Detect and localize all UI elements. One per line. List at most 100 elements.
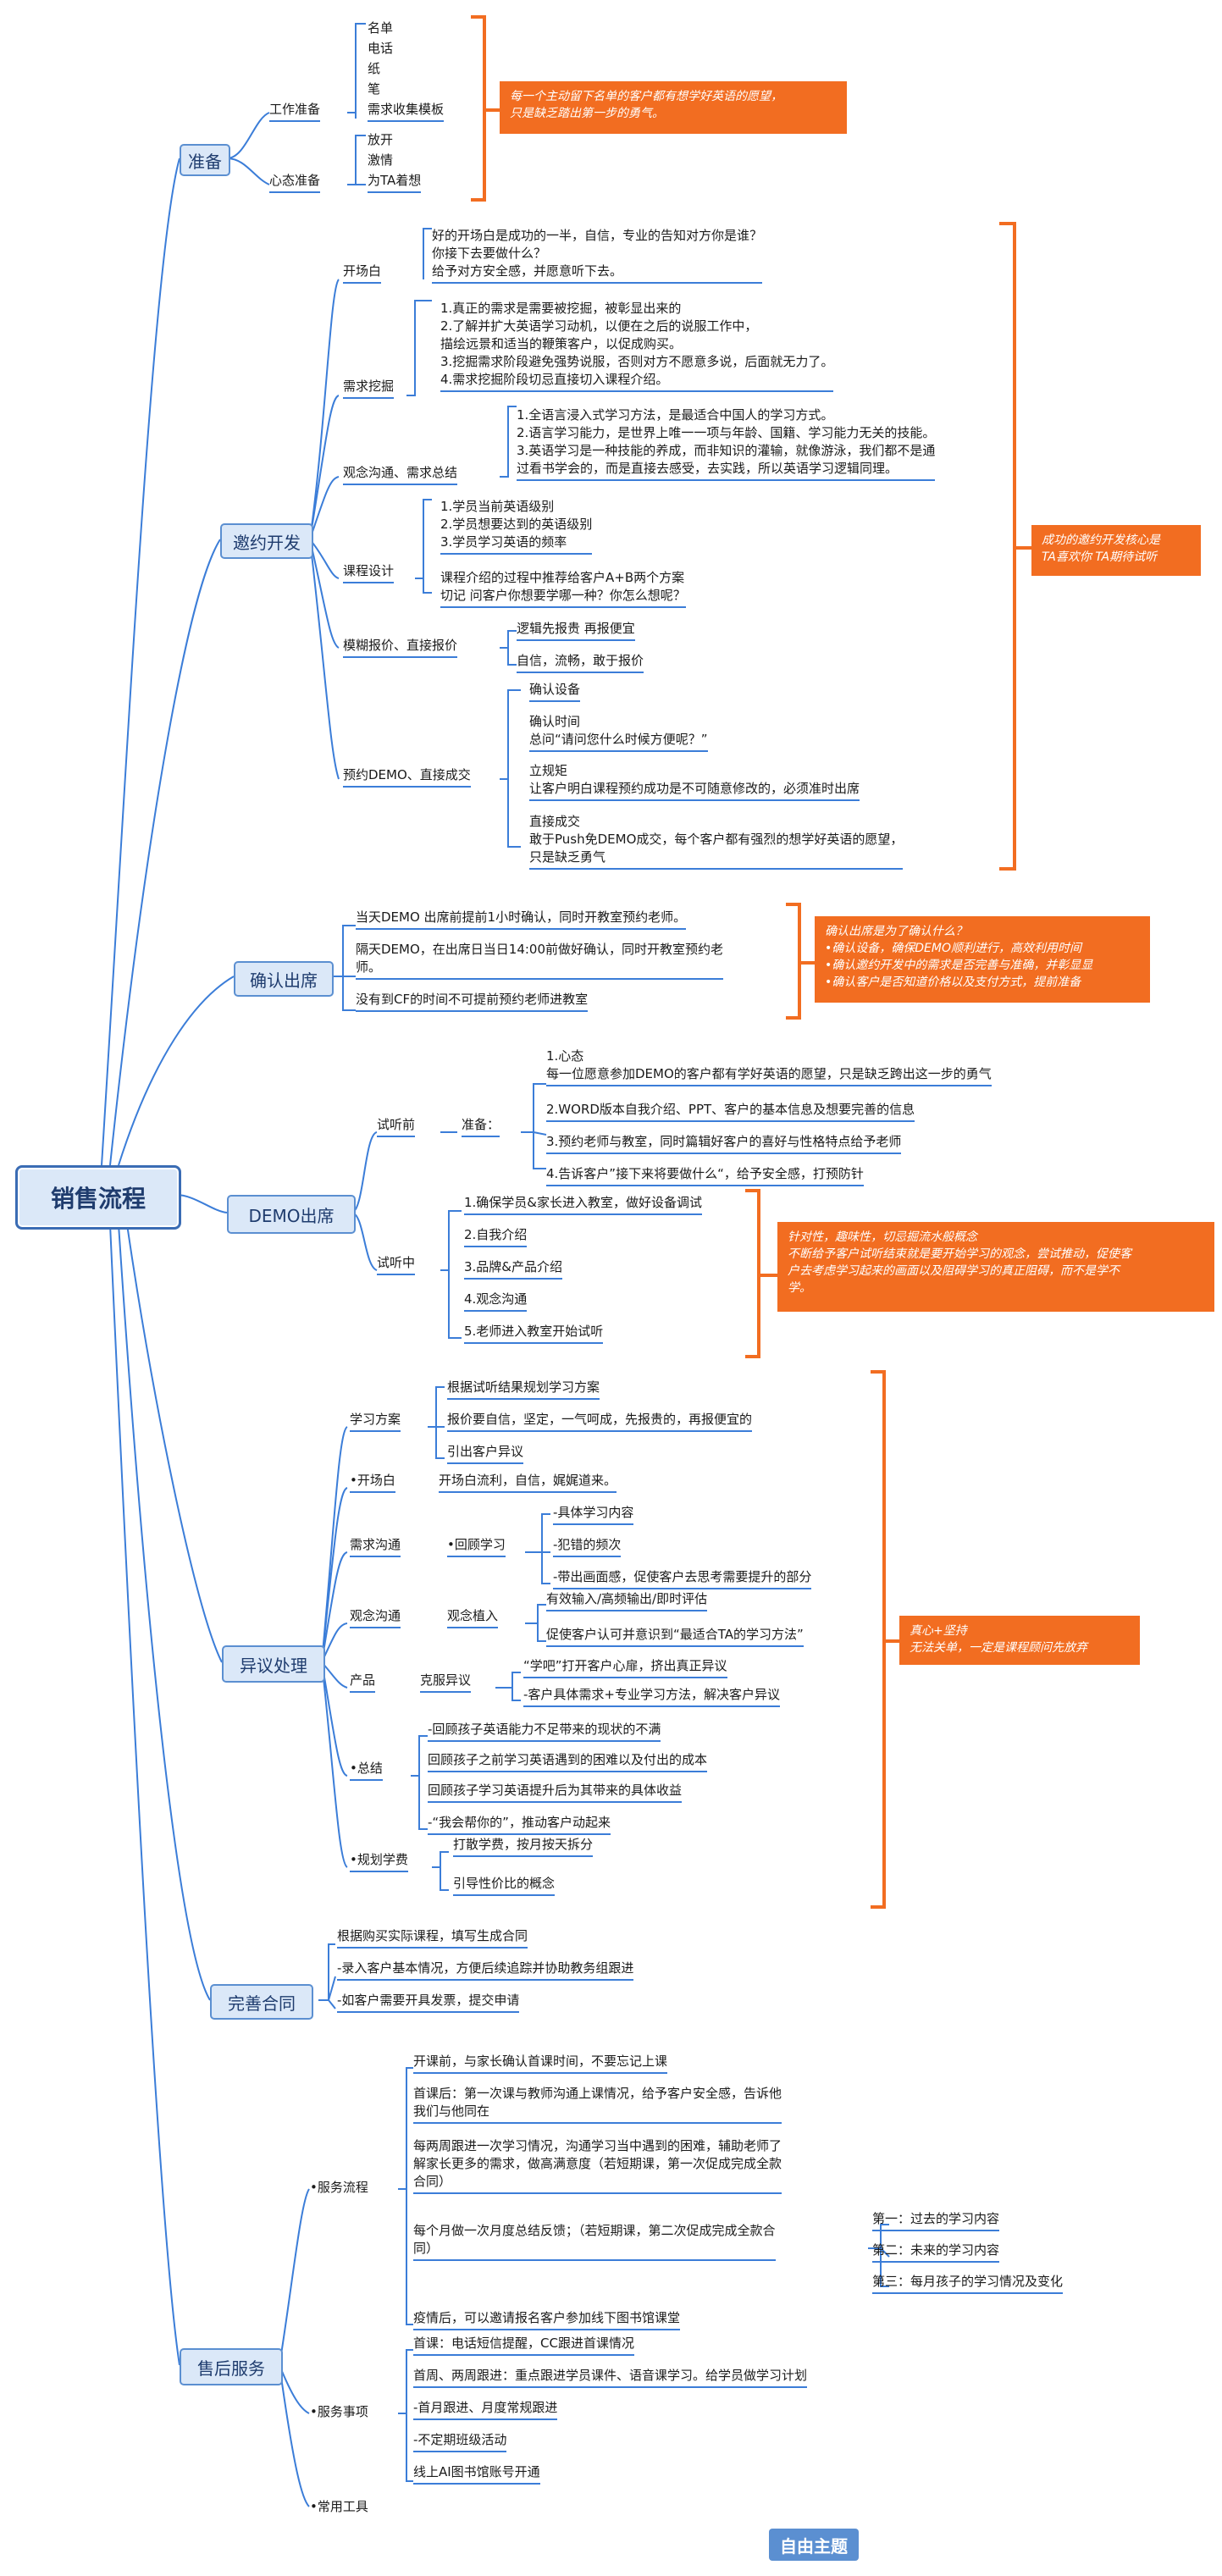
contract-item-2: -录入客户基本情况，方便后续追踪并协助教务组跟进	[337, 1960, 634, 1981]
obj-plan-label[interactable]: 学习方案	[350, 1411, 401, 1432]
obj-fee-item-1: 打散学费，按月按天拆分	[453, 1836, 594, 1857]
after-monthly-item-2: 第二：未来的学习内容	[872, 2242, 1000, 2263]
demo-before-mindset: 1.心态 每一位愿意参加DEMO的客户都有学好英语的愿望，只是缺乏跨出这一步的勇…	[546, 1048, 992, 1086]
demo-note[interactable]: 针对性，趣味性，切忌掘流水般概念 不断给予客户试听结束就是要开始学习的观念，尝试…	[777, 1222, 1214, 1312]
branch-objection-label: 异议处理	[240, 1655, 307, 1676]
obj-product-item-2: -客户具体需求+专业学习方法，解决客户异议	[523, 1686, 780, 1707]
confirm-item-cf: 没有到CF的时间不可提前预约老师进教室	[356, 991, 589, 1012]
after-matters-item-2: 首周、两周跟进：重点跟进学员课件、语音课学习。给学员做学习计划	[413, 2367, 808, 2388]
after-matters-item-1: 首课：电话短信提醒，CC跟进首课情况	[413, 2335, 634, 2356]
after-flow-label[interactable]: •服务流程	[310, 2180, 368, 2195]
demo-during-item-4: 4.观念沟通	[464, 1291, 528, 1312]
invite-course-levels: 1.学员当前英语级别 2.学员想要达到的英语级别 3.学员学习英语的频率	[440, 498, 593, 555]
prep-work-label[interactable]: 工作准备	[269, 101, 321, 122]
branch-confirm[interactable]: 确认出席	[234, 961, 334, 997]
after-tools-label[interactable]: •常用工具	[310, 2499, 368, 2514]
contract-item-1: 根据购买实际课程，填写生成合同	[337, 1927, 528, 1949]
invite-price-logic: 逻辑先报贵 再报便宜	[517, 620, 635, 641]
invite-price-confidence: 自信，流畅，敢于报价	[517, 652, 644, 673]
confirm-note[interactable]: 确认出席是为了确认什么？ •确认设备，确保DEMO顺利进行，高效利用时间 •确认…	[815, 916, 1150, 1003]
obj-needs-review[interactable]: •回顾学习	[447, 1536, 506, 1557]
prep-mind-item-passion: 激情	[368, 152, 394, 168]
obj-opening-label[interactable]: •开场白	[350, 1472, 395, 1493]
obj-fee-item-2: 引导性价比的概念	[453, 1875, 556, 1896]
demo-before-prep[interactable]: 准备：	[462, 1116, 500, 1137]
prep-work-item-template: 需求收集模板	[368, 101, 445, 122]
obj-needs-item-1: -具体学习内容	[553, 1504, 634, 1525]
obj-plan-item-3: 引出客户异议	[447, 1443, 524, 1464]
confirm-item-next-day: 隔天DEMO，在出席日当日14:00前做好确认，同时开教室预约老 师。	[356, 941, 724, 980]
obj-product-label[interactable]: 产品	[350, 1672, 376, 1693]
branch-objection[interactable]: 异议处理	[222, 1645, 325, 1683]
branch-confirm-label: 确认出席	[250, 970, 318, 991]
after-matters-item-5: 线上AI图书馆账号开通	[413, 2463, 540, 2485]
invite-concept-label[interactable]: 观念沟通、需求总结	[343, 464, 458, 485]
invite-demo-label[interactable]: 预约DEMO、直接成交	[343, 766, 471, 788]
branch-prep[interactable]: 准备	[180, 144, 230, 176]
obj-needs-label[interactable]: 需求沟通	[350, 1536, 401, 1557]
demo-before-teacher: 3.预约老师与教室，同时篇辑好客户的喜好与性格特点给予老师	[546, 1133, 902, 1154]
demo-before-label[interactable]: 试听前	[377, 1116, 416, 1137]
after-flow-item-5: 疫情后，可以邀请报名客户参加线下图书馆课堂	[413, 2309, 681, 2330]
invite-needs-label[interactable]: 需求挖掘	[343, 378, 395, 399]
obj-product-overcome[interactable]: 克服异议	[420, 1672, 472, 1693]
obj-concept-implant[interactable]: 观念植入	[447, 1607, 499, 1628]
obj-summary-item-2: 回顾孩子之前学习英语遇到的困难以及付出的成本	[428, 1751, 708, 1772]
demo-during-item-5: 5.老师进入教室开始试听	[464, 1323, 604, 1344]
contract-item-3: -如客户需要开具发票，提交申请	[337, 1992, 520, 2013]
objection-brace	[871, 1370, 903, 1909]
after-matters-label[interactable]: •服务事项	[310, 2404, 368, 2419]
after-monthly-item-1: 第一：过去的学习内容	[872, 2210, 1000, 2231]
obj-summary-label[interactable]: •总结	[350, 1760, 383, 1781]
invite-course-label[interactable]: 课程设计	[343, 562, 395, 583]
free-topic-label: 自由主题	[780, 2535, 848, 2557]
after-matters-item-3: -首月跟进、月度常规跟进	[413, 2399, 558, 2420]
obj-concept-item-2: 促使客户认可并意识到“最适合TA的学习方法”	[546, 1626, 804, 1647]
prep-mind-label[interactable]: 心态准备	[269, 172, 321, 193]
branch-demo[interactable]: DEMO出席	[227, 1195, 356, 1234]
invite-price-label[interactable]: 模糊报价、直接报价	[343, 637, 458, 658]
invite-course-plans: 课程介绍的过程中推荐给客户A+B两个方案 切记 问客户你想要学哪一种？你怎么想呢…	[440, 569, 686, 608]
branch-invite[interactable]: 邀约开发	[220, 523, 313, 559]
branch-prep-label: 准备	[188, 151, 222, 172]
demo-before-tell: 4.告诉客户”接下来将要做什么“，给予安全感，打预防针	[546, 1165, 864, 1186]
obj-summary-item-3: 回顾孩子学习英语提升后为其带来的具体收益	[428, 1782, 683, 1803]
after-flow-item-1: 开课前，与家长确认首课时间，不要忘记上课	[413, 2053, 668, 2074]
invite-demo-close: 直接成交 敢于Push免DEMO成交，每个客户都有强烈的想学好英语的愿望， 只是…	[529, 813, 904, 870]
branch-contract-label: 完善合同	[228, 1993, 296, 2014]
invite-brace	[999, 222, 1033, 871]
obj-concept-label[interactable]: 观念沟通	[350, 1607, 401, 1628]
prep-work-item-name: 名单	[368, 20, 394, 36]
prep-mind-item-empathy: 为TA着想	[368, 172, 422, 193]
invite-opening-text: 好的开场白是成功的一半，自信，专业的告知对方你是谁？ 你接下去要做什么？ 给予对…	[432, 227, 763, 284]
demo-before-materials: 2.WORD版本自我介绍、PPT、客户的基本信息及想要完善的信息	[546, 1101, 915, 1122]
invite-demo-time: 确认时间 总问“请问您什么时候方便呢？”	[529, 713, 708, 752]
confirm-item-same-day: 当天DEMO 出席前提前1小时确认，同时开教室预约老师。	[356, 909, 687, 930]
root-node[interactable]: 销售流程	[15, 1165, 181, 1230]
prep-work-item-paper: 纸	[368, 61, 381, 76]
obj-opening-text: 开场白流利，自信，娓娓道来。	[439, 1472, 617, 1493]
obj-fee-label[interactable]: •规划学费	[350, 1851, 408, 1872]
prep-note[interactable]: 每一个主动留下名单的客户都有想学好英语的愿望， 只是缺乏踏出第一步的勇气。	[500, 81, 847, 134]
obj-summary-item-1: -回顾孩子英语能力不足带来的现状的不满	[428, 1721, 661, 1742]
branch-contract[interactable]: 完善合同	[210, 1984, 313, 2020]
objection-note[interactable]: 真心+坚持 无法关单，一定是课程顾问先放弃	[899, 1616, 1140, 1665]
invite-demo-device: 确认设备	[529, 681, 581, 702]
invite-concept-text: 1.全语言浸入式学习方法，是最适合中国人的学习方式。 2.语言学习能力，是世界上…	[517, 406, 936, 481]
demo-brace	[745, 1189, 777, 1358]
obj-concept-item-1: 有效输入/高频输出/即时评估	[546, 1590, 708, 1611]
demo-during-label[interactable]: 试听中	[377, 1254, 416, 1275]
invite-note[interactable]: 成功的邀约开发核心是 TA喜欢你 TA期待试听	[1031, 525, 1201, 576]
obj-plan-item-1: 根据试听结果规划学习方案	[447, 1379, 600, 1400]
branch-invite-label: 邀约开发	[233, 532, 301, 553]
prep-brace	[471, 15, 503, 202]
after-matters-item-4: -不定期班级活动	[413, 2431, 507, 2452]
free-topic[interactable]: 自由主题	[769, 2529, 859, 2561]
obj-needs-item-2: -犯错的频次	[553, 1536, 622, 1557]
branch-after[interactable]: 售后服务	[180, 2348, 283, 2385]
invite-opening-label[interactable]: 开场白	[343, 263, 382, 284]
after-monthly-item-3: 第三：每月孩子的学习情况及变化	[872, 2273, 1064, 2294]
after-flow-item-4: 每个月做一次月度总结反馈；（若短期课，第二次促成完成全款合 同）	[413, 2222, 776, 2261]
after-flow-item-3: 每两周跟进一次学习情况，沟通学习当中遇到的困难，辅助老师了 解家长更多的需求，做…	[413, 2137, 782, 2194]
